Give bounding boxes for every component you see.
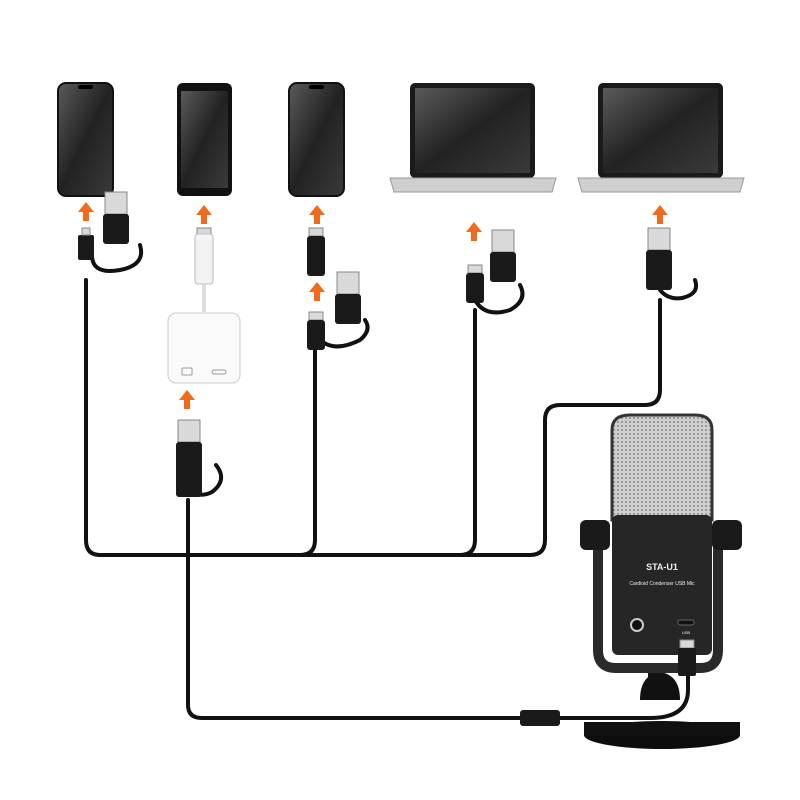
mic-model-label: STA-U1 — [646, 562, 678, 572]
plugs — [78, 191, 672, 497]
cable-laptop-2 — [458, 298, 662, 557]
arrows — [78, 202, 668, 409]
cable-split-5 — [658, 278, 699, 301]
arrow-up-icon — [309, 282, 325, 301]
cable-mic — [558, 673, 690, 720]
cable-phone-1 — [84, 278, 317, 557]
phone-2 — [177, 83, 232, 196]
cable-laptop-1 — [298, 308, 477, 557]
cable-split-3 — [314, 318, 370, 349]
headphone-jack — [630, 618, 644, 632]
arrow-up-icon — [196, 205, 212, 224]
camera-icon — [181, 367, 193, 376]
ferrite-bead — [520, 710, 560, 726]
cable-split-1 — [90, 243, 143, 273]
cables — [84, 243, 699, 726]
laptop-1 — [389, 83, 557, 193]
phone-1 — [57, 82, 114, 197]
arrow-up-icon — [179, 390, 195, 409]
lightning-camera-adapter — [167, 312, 241, 384]
phone-3 — [288, 82, 345, 197]
arrow-up-icon — [652, 205, 668, 224]
arrow-up-icon — [466, 222, 482, 241]
cable-split-4 — [473, 283, 525, 315]
usb-port — [677, 619, 695, 626]
mic-description-label: Cardioid Condenser USB Mic — [629, 581, 695, 587]
laptop-2 — [577, 83, 745, 193]
arrow-up-icon — [309, 205, 325, 224]
lightning-port-icon — [211, 369, 227, 375]
cable-phone-2-to-mic — [186, 498, 522, 720]
usb-port-label: USB — [682, 630, 691, 635]
usb-microphone: STA-U1 Cardioid Condenser USB Mic USB — [580, 413, 742, 749]
arrow-up-icon — [78, 202, 94, 221]
